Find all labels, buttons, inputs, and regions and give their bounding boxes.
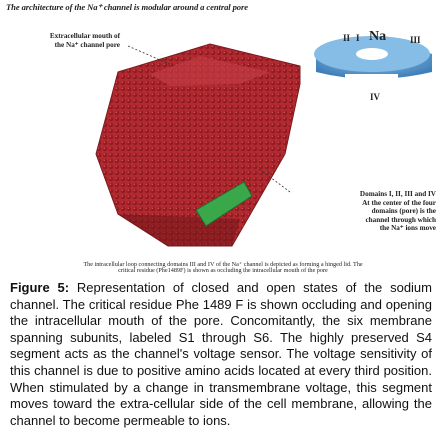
domains-line-2: At the center of the four <box>362 198 436 207</box>
channel-illustration <box>95 36 434 247</box>
extracellular-line-2: the Na⁺ channel pore <box>54 40 120 49</box>
domains-pointer <box>257 167 291 193</box>
intracellular-line-2: critical residue (Phe1489F) is shown as … <box>118 267 328 275</box>
extracellular-pointer <box>127 45 175 67</box>
domains-line-1: Domains I, II, III and IV <box>359 190 436 198</box>
domain-diagram <box>310 36 434 102</box>
extracellular-callout: Extracellular mouth of the Na⁺ channel p… <box>10 32 120 49</box>
sodium-ion-label: Na <box>369 29 387 44</box>
intracellular-line-1: The intracellular loop connecting domain… <box>83 261 363 268</box>
domains-line-3: domains (pore) is the <box>371 207 436 215</box>
figure-label: Figure 5: <box>10 280 70 295</box>
domain-label-i-top: I <box>356 33 360 43</box>
domain-label-iii: III <box>410 35 421 45</box>
domain-label-i: II <box>343 33 351 43</box>
intracellular-callout: The intracellular loop connecting domain… <box>8 261 438 275</box>
channel-body <box>95 43 301 247</box>
domain-label-iv: IV <box>370 92 381 102</box>
domains-line-5: the Na⁺ ions move <box>379 224 436 232</box>
hinged-lid <box>195 181 253 227</box>
domains-line-4: channel through which <box>365 215 436 224</box>
domains-callout: Domains I, II, III and IV At the center … <box>300 190 436 233</box>
caption-text: Representation of closed and open states… <box>10 280 432 428</box>
figure-caption: Figure 5: Representation of closed and o… <box>10 280 432 429</box>
figure-panel: II Na III IV Extracellular mouth of the … <box>0 14 441 274</box>
extracellular-line-1: Extracellular mouth of <box>49 32 120 40</box>
figure-header: The architecture of the Na⁺ channel is m… <box>6 2 248 12</box>
